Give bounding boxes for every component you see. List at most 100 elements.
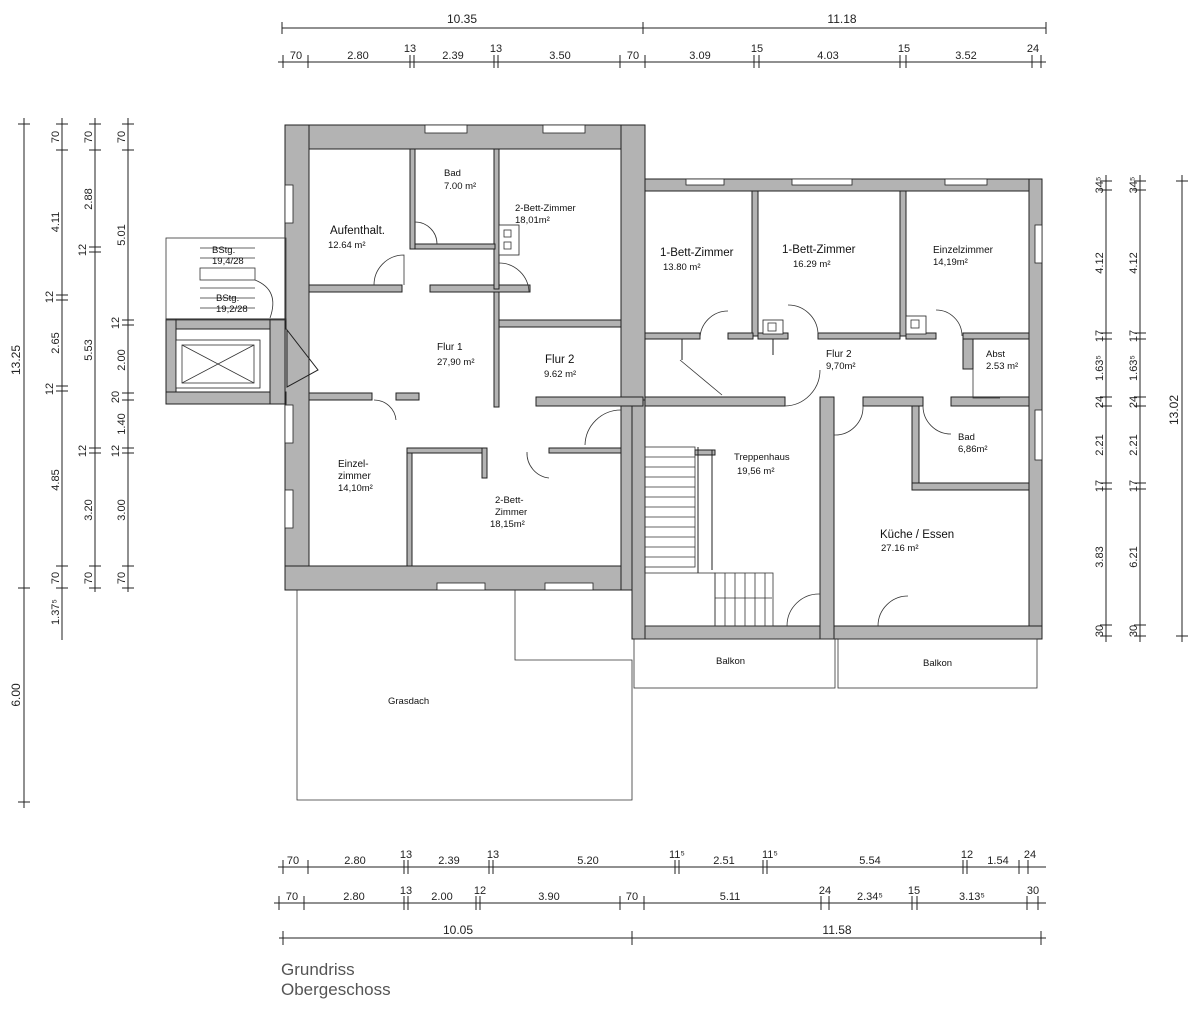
room-labels: Aufenthalt. 12.64 m² Bad 7.00 m² 2-Bett-… [212,168,1018,707]
dim-left1-6: 4.85 [50,469,62,490]
dim-bot2-8: 5.11 [720,891,741,903]
dim-top-5: 13 [490,43,502,55]
dim-right-total: 13.02 [1167,395,1181,425]
dim-left2-1: 70 [83,131,95,143]
room-bad1-name: Bad [444,168,461,179]
dim-bot1-8: 2.51 [713,855,734,867]
stair1-area: 19,4/28 [212,256,244,267]
room-bett1b-area: 16.29 m² [793,259,831,270]
dim-bot2-9: 24 [819,885,831,897]
grasdach-outline [296,590,633,801]
dim-left3-5: 20 [110,391,122,403]
windows [284,124,1043,591]
dim-top-6: 3.50 [549,50,570,62]
dim-top-12: 3.52 [955,50,976,62]
room-bad2-area: 6,86m² [958,444,988,455]
dim-left1-1: 70 [50,131,62,143]
dim-left2-5: 12 [77,445,89,457]
dim-bot1-7: 11⁵ [669,849,685,861]
dim-bot2-13: 30 [1027,885,1039,897]
room-zimmer2a-name: 2-Bett-Zimmer [515,203,576,214]
room-kueche-area: 27.16 m² [881,543,919,554]
room-flur1-area: 27,90 m² [437,357,475,368]
balkon2-label: Balkon [923,658,952,669]
dim-left2-3: 12 [77,244,89,256]
dim-right2-7: 17 [1128,480,1140,492]
room-einzel2-name2: zimmer [338,471,371,482]
dim-top-total-2: 11.18 [827,12,856,26]
room-bett1a-area: 13.80 m² [663,262,701,273]
dim-right2-2: 4.12 [1128,252,1140,273]
room-einzel2-area: 14,10m² [338,483,373,494]
dim-right2-1: 34⁵ [1128,177,1140,194]
dim-right2-3: 17 [1128,330,1140,342]
room-einzel1-area: 14,19m² [933,257,968,268]
dim-right1-1: 34⁵ [1094,177,1106,194]
dim-top-total-1: 10.35 [447,12,477,26]
dim-right1-5: 24 [1094,396,1106,408]
dim-left3-9: 70 [116,572,128,584]
main-staircase [644,446,774,627]
room-flur2b-name: Flur 2 [826,349,852,360]
dim-left3-4: 2.00 [116,349,128,370]
dim-bot2-5: 12 [474,885,486,897]
dim-left-total-2: 6.00 [9,683,23,707]
room-flur2a-name: Flur 2 [545,354,574,366]
dim-top-8: 3.09 [689,50,710,62]
right-dimension-lines: 34⁵ 4.12 17 1.63⁵ 24 2.21 17 3.83 30 34⁵… [1094,175,1188,642]
dim-bot1-1: 70 [287,855,299,867]
dim-bot1-11: 12 [961,849,973,861]
room-bad2-name: Bad [958,432,975,443]
dim-left2-6: 3.20 [83,499,95,520]
dim-right1-8: 3.83 [1094,546,1106,567]
dim-bot2-4: 2.00 [431,891,452,903]
dim-bot1-3: 13 [400,849,412,861]
dim-bot2-10: 2.34⁵ [857,891,883,903]
dim-right1-4: 1.63⁵ [1094,355,1106,381]
side-staircase [165,237,319,389]
dim-bot2-6: 3.90 [538,891,559,903]
dim-top-2: 2.80 [347,50,368,62]
stair2-area: 19,2/28 [216,304,248,315]
dim-bot1-5: 13 [487,849,499,861]
grasdach-label: Grasdach [388,696,429,707]
dim-top-3: 13 [404,43,416,55]
dim-top-4: 2.39 [442,50,463,62]
drawing-title-line2: Obergeschoss [281,980,391,999]
dim-bot1-9: 11⁵ [762,849,778,861]
dim-left2-4: 5.53 [83,339,95,360]
dim-top-11: 15 [898,43,910,55]
room-flur1-name: Flur 1 [437,342,463,353]
dim-top-1: 70 [290,50,302,62]
dim-right1-3: 17 [1094,330,1106,342]
dim-left2-7: 70 [83,572,95,584]
dim-left3-1: 70 [116,131,128,143]
dim-top-13: 24 [1027,43,1039,55]
dim-left1-5: 12 [44,383,56,395]
dim-top-10: 4.03 [817,50,838,62]
dim-left3-3: 12 [110,317,122,329]
room-treppenhaus-name: Treppenhaus [734,452,790,463]
dim-right2-4: 1.63⁵ [1128,355,1140,381]
dim-left3-8: 3.00 [116,499,128,520]
room-bett1a-name: 1-Bett-Zimmer [660,247,734,259]
building-walls [165,124,1043,640]
dim-top-7: 70 [627,50,639,62]
dim-right1-9: 30 [1094,625,1106,637]
dim-left3-7: 12 [110,445,122,457]
dim-left1-2: 4.11 [50,212,62,233]
dim-bot1-6: 5.20 [577,855,598,867]
drawing-title-line1: Grundriss [281,960,355,979]
room-flur2b-area: 9,70m² [826,361,856,372]
room-kueche-name: Küche / Essen [880,529,954,541]
room-einzel1-name: Einzelzimmer [933,245,994,256]
dim-bottom-total-2: 11.58 [822,923,851,937]
dim-left1-4: 2.65 [50,332,62,353]
dim-bot1-13: 24 [1024,849,1036,861]
bottom-dimension-lines: 70 2.80 13 2.39 13 5.20 11⁵ 2.51 11⁵ 5.5… [274,849,1046,945]
dim-left3-2: 5.01 [116,224,128,245]
dim-bot1-12: 1.54 [987,855,1008,867]
room-zimmer2a-area: 18,01m² [515,215,550,226]
dim-left1-8: 70 [50,572,62,584]
dim-bot1-4: 2.39 [438,855,459,867]
